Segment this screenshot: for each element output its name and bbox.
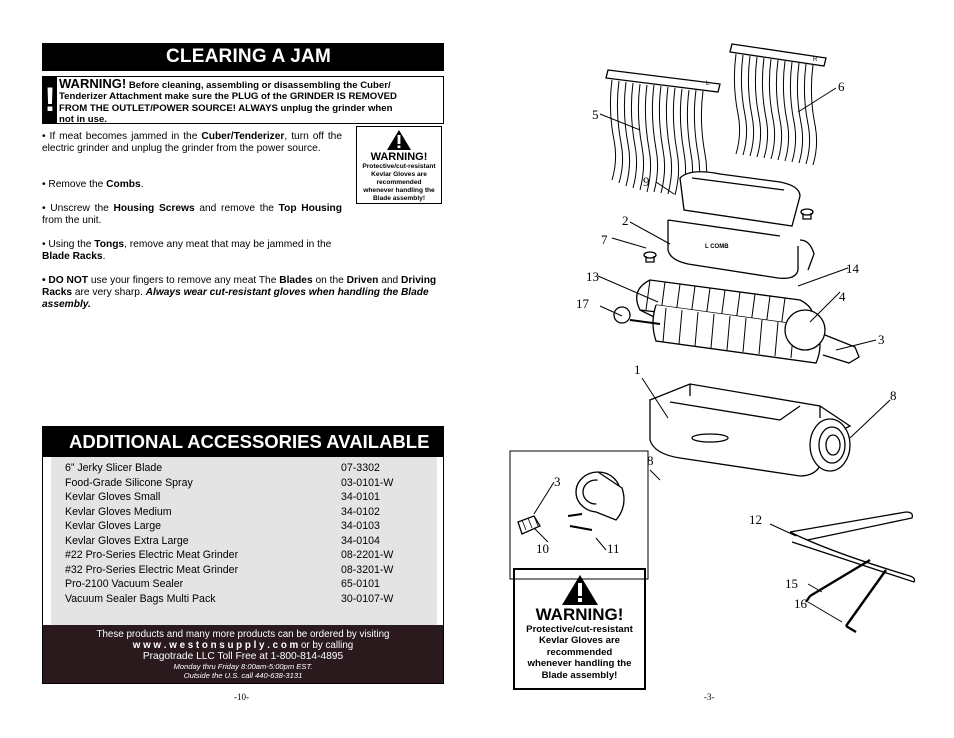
callout-17: 17 xyxy=(576,296,589,311)
accessory-code: 34-0102 xyxy=(341,505,380,518)
order-info-footer: These products and many more products ca… xyxy=(43,625,443,683)
comb-letter-r: R xyxy=(813,57,818,63)
step-2: • Remove the Combs. xyxy=(42,179,144,190)
accessory-code: 65-0101 xyxy=(341,578,380,590)
accessories-title: ADDITIONAL ACCESSORIES AVAILABLE xyxy=(43,427,443,457)
accessory-code: 03-0101-W xyxy=(341,476,394,489)
accessory-name: Vacuum Sealer Bags Multi Pack xyxy=(65,593,216,605)
step-3: • Unscrew the Housing Screws and remove … xyxy=(42,203,342,226)
step-1: • If meat becomes jammed in the Cuber/Te… xyxy=(42,131,342,154)
callout-7: 7 xyxy=(601,232,608,247)
callout-13: 13 xyxy=(586,269,599,284)
accessory-name: #32 Pro-Series Electric Meat Grinder xyxy=(65,563,239,576)
callout-6: 6 xyxy=(838,79,845,94)
comb-right xyxy=(729,43,827,166)
accessory-code: 34-0103 xyxy=(341,520,380,532)
accessory-name: Kevlar Gloves Medium xyxy=(65,505,172,518)
callout-3-inset: 3 xyxy=(554,474,561,489)
accessory-name: Kevlar Gloves Extra Large xyxy=(65,534,189,547)
callout-4: 4 xyxy=(839,289,846,304)
callout-8: 8 xyxy=(890,388,897,403)
accessory-name: Kevlar Gloves Large xyxy=(65,520,161,532)
inset-shaft xyxy=(517,513,593,535)
accessory-name: Food-Grade Silicone Spray xyxy=(65,476,193,489)
callout-12: 12 xyxy=(749,512,762,527)
section-title-clearing-jam: CLEARING A JAM xyxy=(42,43,444,71)
accessories-panel: ADDITIONAL ACCESSORIES AVAILABLE 6” Jerk… xyxy=(42,426,444,684)
inset-collar xyxy=(575,471,625,521)
base-housing xyxy=(648,383,852,477)
warning-triangle-icon xyxy=(387,130,411,150)
callout-15: 15 xyxy=(785,576,798,591)
step-4: • Using the Tongs, remove any meat that … xyxy=(42,239,332,262)
exclamation-icon: ! xyxy=(43,77,57,123)
accessories-list: 6” Jerky Slicer Blade 07-3302 Food-Grade… xyxy=(51,457,437,625)
page-number-left: -10- xyxy=(234,692,249,702)
accessory-code: 30-0107-W xyxy=(341,593,394,605)
accessory-code: 34-0104 xyxy=(341,534,380,547)
callout-3: 3 xyxy=(878,332,885,347)
accessory-code: 08-3201-W xyxy=(341,563,394,576)
callout-5: 5 xyxy=(592,107,599,122)
big-warning-label: WARNING! xyxy=(535,605,624,624)
callout-1: 1 xyxy=(634,362,641,377)
callout-11: 11 xyxy=(607,541,620,556)
small-warning-box: WARNING! Protective/cut-resistant Kevlar… xyxy=(356,126,442,204)
driving-racks xyxy=(613,279,860,364)
accessory-name: Kevlar Gloves Small xyxy=(65,491,161,503)
callout-8-inset: 8 xyxy=(647,453,654,468)
exploded-parts-diagram xyxy=(509,43,916,634)
accessory-code: 34-0101 xyxy=(341,491,380,503)
housing-label: L COMB xyxy=(705,244,729,250)
accessory-name: 6” Jerky Slicer Blade xyxy=(65,462,163,474)
callout-9: 9 xyxy=(643,174,650,189)
accessory-name: Pro-2100 Vacuum Sealer xyxy=(65,578,184,590)
warning-triangle-icon xyxy=(561,575,598,605)
callout-10: 10 xyxy=(536,541,549,556)
page-number-right: -3- xyxy=(704,692,715,702)
callout-2: 2 xyxy=(622,213,629,228)
callout-16: 16 xyxy=(794,596,807,611)
warning-box: ! WARNING! Before cleaning, assembling o… xyxy=(42,76,444,126)
hex-keys xyxy=(805,558,887,634)
accessory-name: #22 Pro-Series Electric Meat Grinder xyxy=(65,549,239,561)
website-link[interactable]: w w w . w e s t o n s u p p l y . c o m xyxy=(132,640,299,651)
big-warning-box: WARNING! Protective/cut-resistant Kevlar… xyxy=(513,568,646,690)
accessory-code: 08-2201-W xyxy=(341,549,394,561)
callout-14: 14 xyxy=(846,261,859,276)
housing-screws xyxy=(643,208,814,263)
step-5: • DO NOT use your fingers to remove any … xyxy=(42,275,437,310)
top-housing xyxy=(667,171,815,279)
comb-letter-l: L xyxy=(706,81,710,87)
tongs xyxy=(789,511,916,583)
warning-text: WARNING! Before cleaning, assembling or … xyxy=(59,76,397,126)
accessory-code: 07-3302 xyxy=(341,462,380,474)
small-warning-label: WARNING! xyxy=(370,151,428,163)
